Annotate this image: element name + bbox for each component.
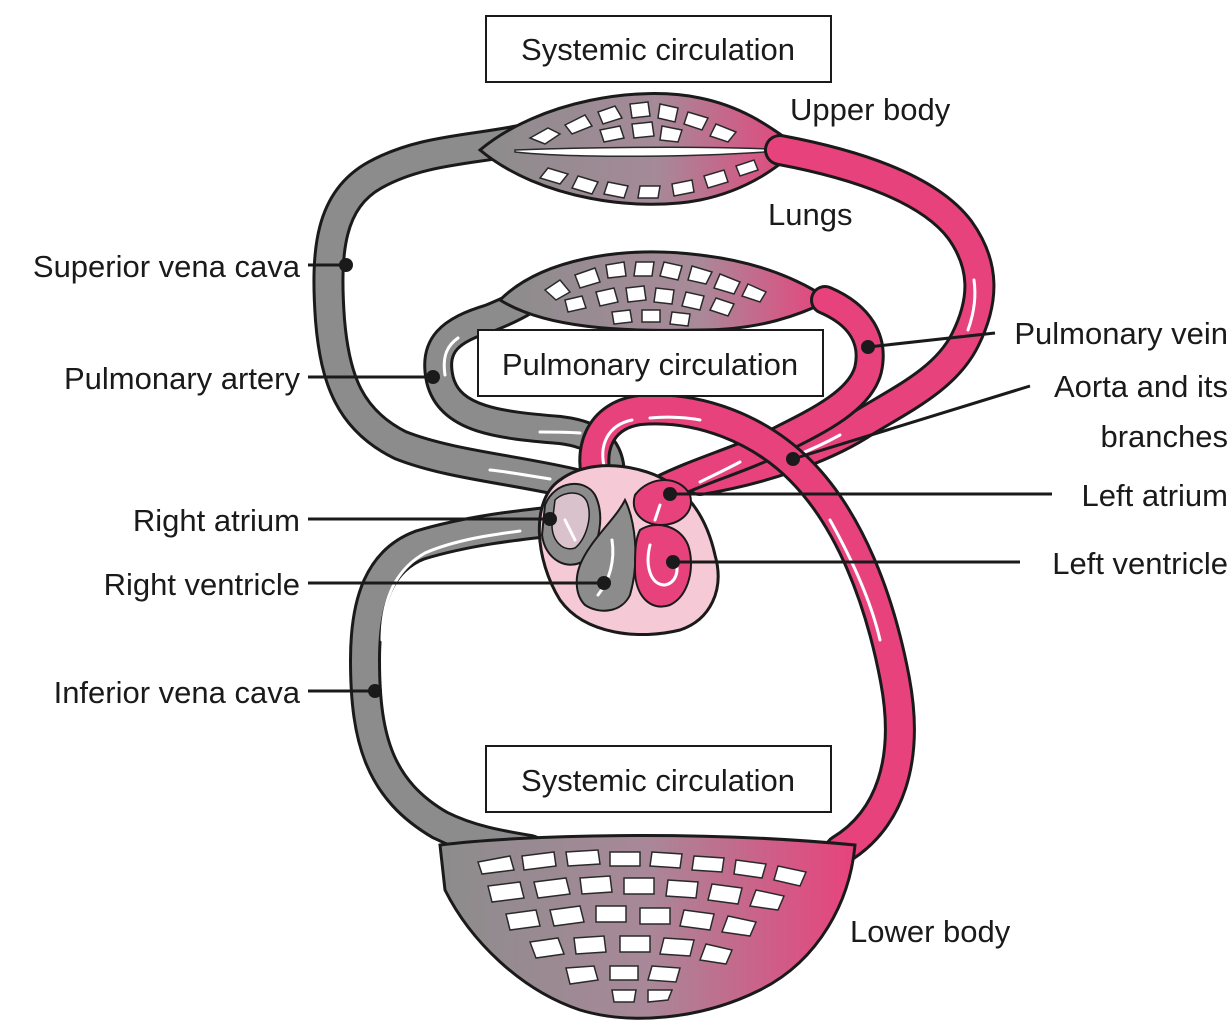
pulmonary-artery-callout: Pulmonary artery bbox=[64, 361, 440, 396]
superior-vena-cava-label: Superior vena cava bbox=[33, 249, 301, 284]
lungs-label: Lungs bbox=[768, 197, 852, 232]
aorta-label-line2: branches bbox=[1100, 419, 1228, 454]
left-ventricle-callout: Left ventricle bbox=[666, 546, 1228, 581]
superior-vena-cava-callout: Superior vena cava bbox=[33, 249, 353, 284]
left-ventricle-chamber bbox=[635, 525, 691, 607]
left-ventricle-label: Left ventricle bbox=[1052, 546, 1228, 581]
lungs-capillary-bed bbox=[500, 252, 830, 330]
systemic-circulation-bottom-box: Systemic circulation bbox=[486, 746, 831, 812]
systemic-circulation-top-box: Systemic circulation bbox=[486, 16, 831, 82]
systemic-circulation-top-text: Systemic circulation bbox=[521, 32, 795, 67]
inferior-vena-cava-label: Inferior vena cava bbox=[54, 675, 301, 710]
systemic-circulation-bottom-text: Systemic circulation bbox=[521, 763, 795, 798]
lower-body-capillary-bed bbox=[440, 836, 855, 1019]
inferior-vena-cava-callout: Inferior vena cava bbox=[54, 675, 382, 710]
pulmonary-artery-label: Pulmonary artery bbox=[64, 361, 301, 396]
left-atrium-label: Left atrium bbox=[1082, 478, 1228, 513]
lower-body-label: Lower body bbox=[850, 914, 1011, 949]
right-ventricle-label: Right ventricle bbox=[104, 567, 300, 602]
upper-body-label: Upper body bbox=[790, 92, 951, 127]
left-atrium-chamber bbox=[634, 480, 691, 525]
pulmonary-circulation-text: Pulmonary circulation bbox=[502, 347, 798, 382]
upper-body-capillary-bed bbox=[480, 94, 800, 205]
pulmonary-circulation-box: Pulmonary circulation bbox=[478, 330, 823, 396]
right-atrium-label: Right atrium bbox=[133, 503, 300, 538]
aorta-label-line1: Aorta and its bbox=[1054, 369, 1228, 404]
pulmonary-vein-callout: Pulmonary vein bbox=[861, 316, 1228, 354]
pulmonary-vein-label: Pulmonary vein bbox=[1014, 316, 1228, 351]
